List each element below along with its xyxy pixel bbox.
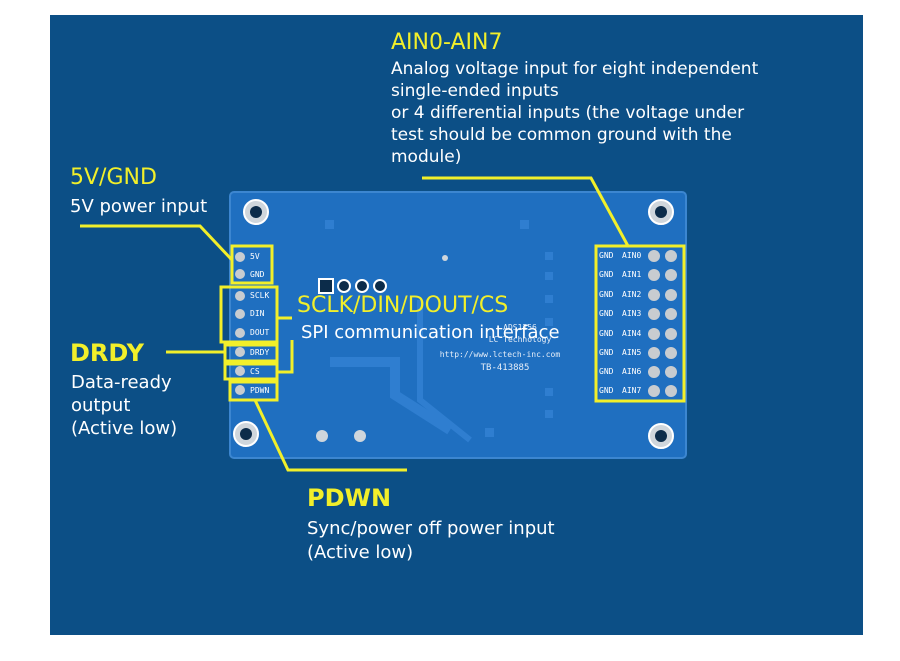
callout-pdwn — [253, 399, 407, 472]
pcb-url: http://www.lctech-inc.com — [439, 350, 561, 359]
spi-title: SCLK/DIN/DOUT/CS — [297, 293, 509, 318]
drdy-description: Data-ready output (Active low) — [71, 371, 177, 440]
highlight-spi — [219, 285, 279, 344]
pcb-chip-name: ADS1256 — [503, 323, 537, 332]
pin-label-sclk: SCLK — [250, 291, 270, 300]
ain-description-line: module) — [391, 147, 462, 167]
callout-5v-gnd — [80, 224, 234, 262]
pin-label-gnd: GND — [599, 386, 614, 395]
pcb-pad — [520, 220, 529, 229]
pcb-via — [442, 255, 448, 261]
spi-description: SPI communication interface — [301, 322, 560, 344]
pcb-pad — [325, 220, 334, 229]
pcb-pad — [545, 252, 553, 260]
pcb-pad — [545, 295, 553, 303]
aux-header — [318, 278, 387, 294]
pin-label-dout: DOUT — [250, 328, 270, 337]
pin-label-ain2: AIN2 — [622, 290, 642, 299]
power-description: 5V power input — [70, 196, 207, 218]
pcb-trace — [417, 300, 472, 443]
pcb-via — [354, 430, 366, 442]
drdy-description-line: (Active low) — [71, 418, 178, 439]
power-title: 5V/GND — [70, 165, 157, 190]
pcb-pad — [545, 272, 553, 280]
pdwn-title: PDWN — [307, 484, 392, 512]
ain-description-line: test should be common ground with the — [391, 125, 732, 145]
callout-ain — [422, 176, 630, 247]
pcb-via — [316, 430, 328, 442]
ain-description-line: or 4 differential inputs (the voltage un… — [391, 103, 745, 123]
ain-description-line: single-ended inputs — [391, 81, 559, 101]
pin-label-pdwn: PDWN — [250, 386, 270, 395]
mounting-holes — [233, 199, 674, 449]
pdwn-description-line: (Active low) — [307, 542, 414, 563]
left-pin-header — [235, 252, 245, 395]
pin-label-5v: 5V — [250, 252, 260, 261]
pin-label-gnd: GND — [250, 270, 265, 279]
pin-label-ain3: AIN3 — [622, 309, 642, 318]
callout-cs — [277, 340, 294, 374]
pin-label-gnd: GND — [599, 367, 614, 376]
pin-label-ain7: AIN7 — [622, 386, 642, 395]
pin-label-ain0: AIN0 — [622, 251, 642, 260]
pdwn-description-line: Sync/power off power input — [307, 518, 555, 539]
highlight-ain — [594, 244, 686, 403]
spi-description-line: SPI communication interface — [301, 322, 560, 343]
pdwn-description: Sync/power off power input (Active low) — [307, 517, 555, 565]
drdy-description-line: Data-ready — [71, 372, 172, 393]
power-description-line: 5V power input — [70, 196, 208, 217]
drdy-description-line: output — [71, 395, 131, 416]
pin-label-gnd: GND — [599, 290, 614, 299]
pin-label-gnd: GND — [599, 309, 614, 318]
pin-label-gnd: GND — [599, 270, 614, 279]
pin-label-gnd: GND — [599, 348, 614, 357]
pin-label-ain1: AIN1 — [622, 270, 642, 279]
pin-label-din: DIN — [250, 309, 265, 318]
pin-label-ain6: AIN6 — [622, 367, 642, 376]
right-pin-header — [648, 250, 677, 397]
pin-label-ain4: AIN4 — [622, 329, 642, 338]
ain-title: AIN0-AIN7 — [391, 30, 503, 55]
pcb-maker: LC Technology — [488, 335, 552, 344]
pcb-pad — [485, 428, 494, 437]
drdy-title: DRDY — [70, 339, 144, 367]
pin-label-gnd: GND — [599, 251, 614, 260]
pcb-board — [229, 191, 687, 459]
pin-label-drdy: DRDY — [250, 348, 270, 357]
ain-description-line: Analog voltage input for eight independe… — [391, 59, 759, 79]
pcb-pad — [545, 388, 553, 396]
pin-label-ain5: AIN5 — [622, 348, 642, 357]
pcb-pad — [545, 318, 553, 326]
ain-description: Analog voltage input for eight independe… — [391, 58, 758, 168]
pcb-part-number: TB-413885 — [480, 363, 530, 373]
pcb-pad — [545, 410, 553, 418]
highlight-pdwn — [228, 380, 279, 402]
highlight-5v-gnd — [230, 244, 274, 285]
pin-label-cs: CS — [250, 367, 260, 376]
pcb-trace — [330, 357, 453, 435]
pin-label-gnd: GND — [599, 329, 614, 338]
